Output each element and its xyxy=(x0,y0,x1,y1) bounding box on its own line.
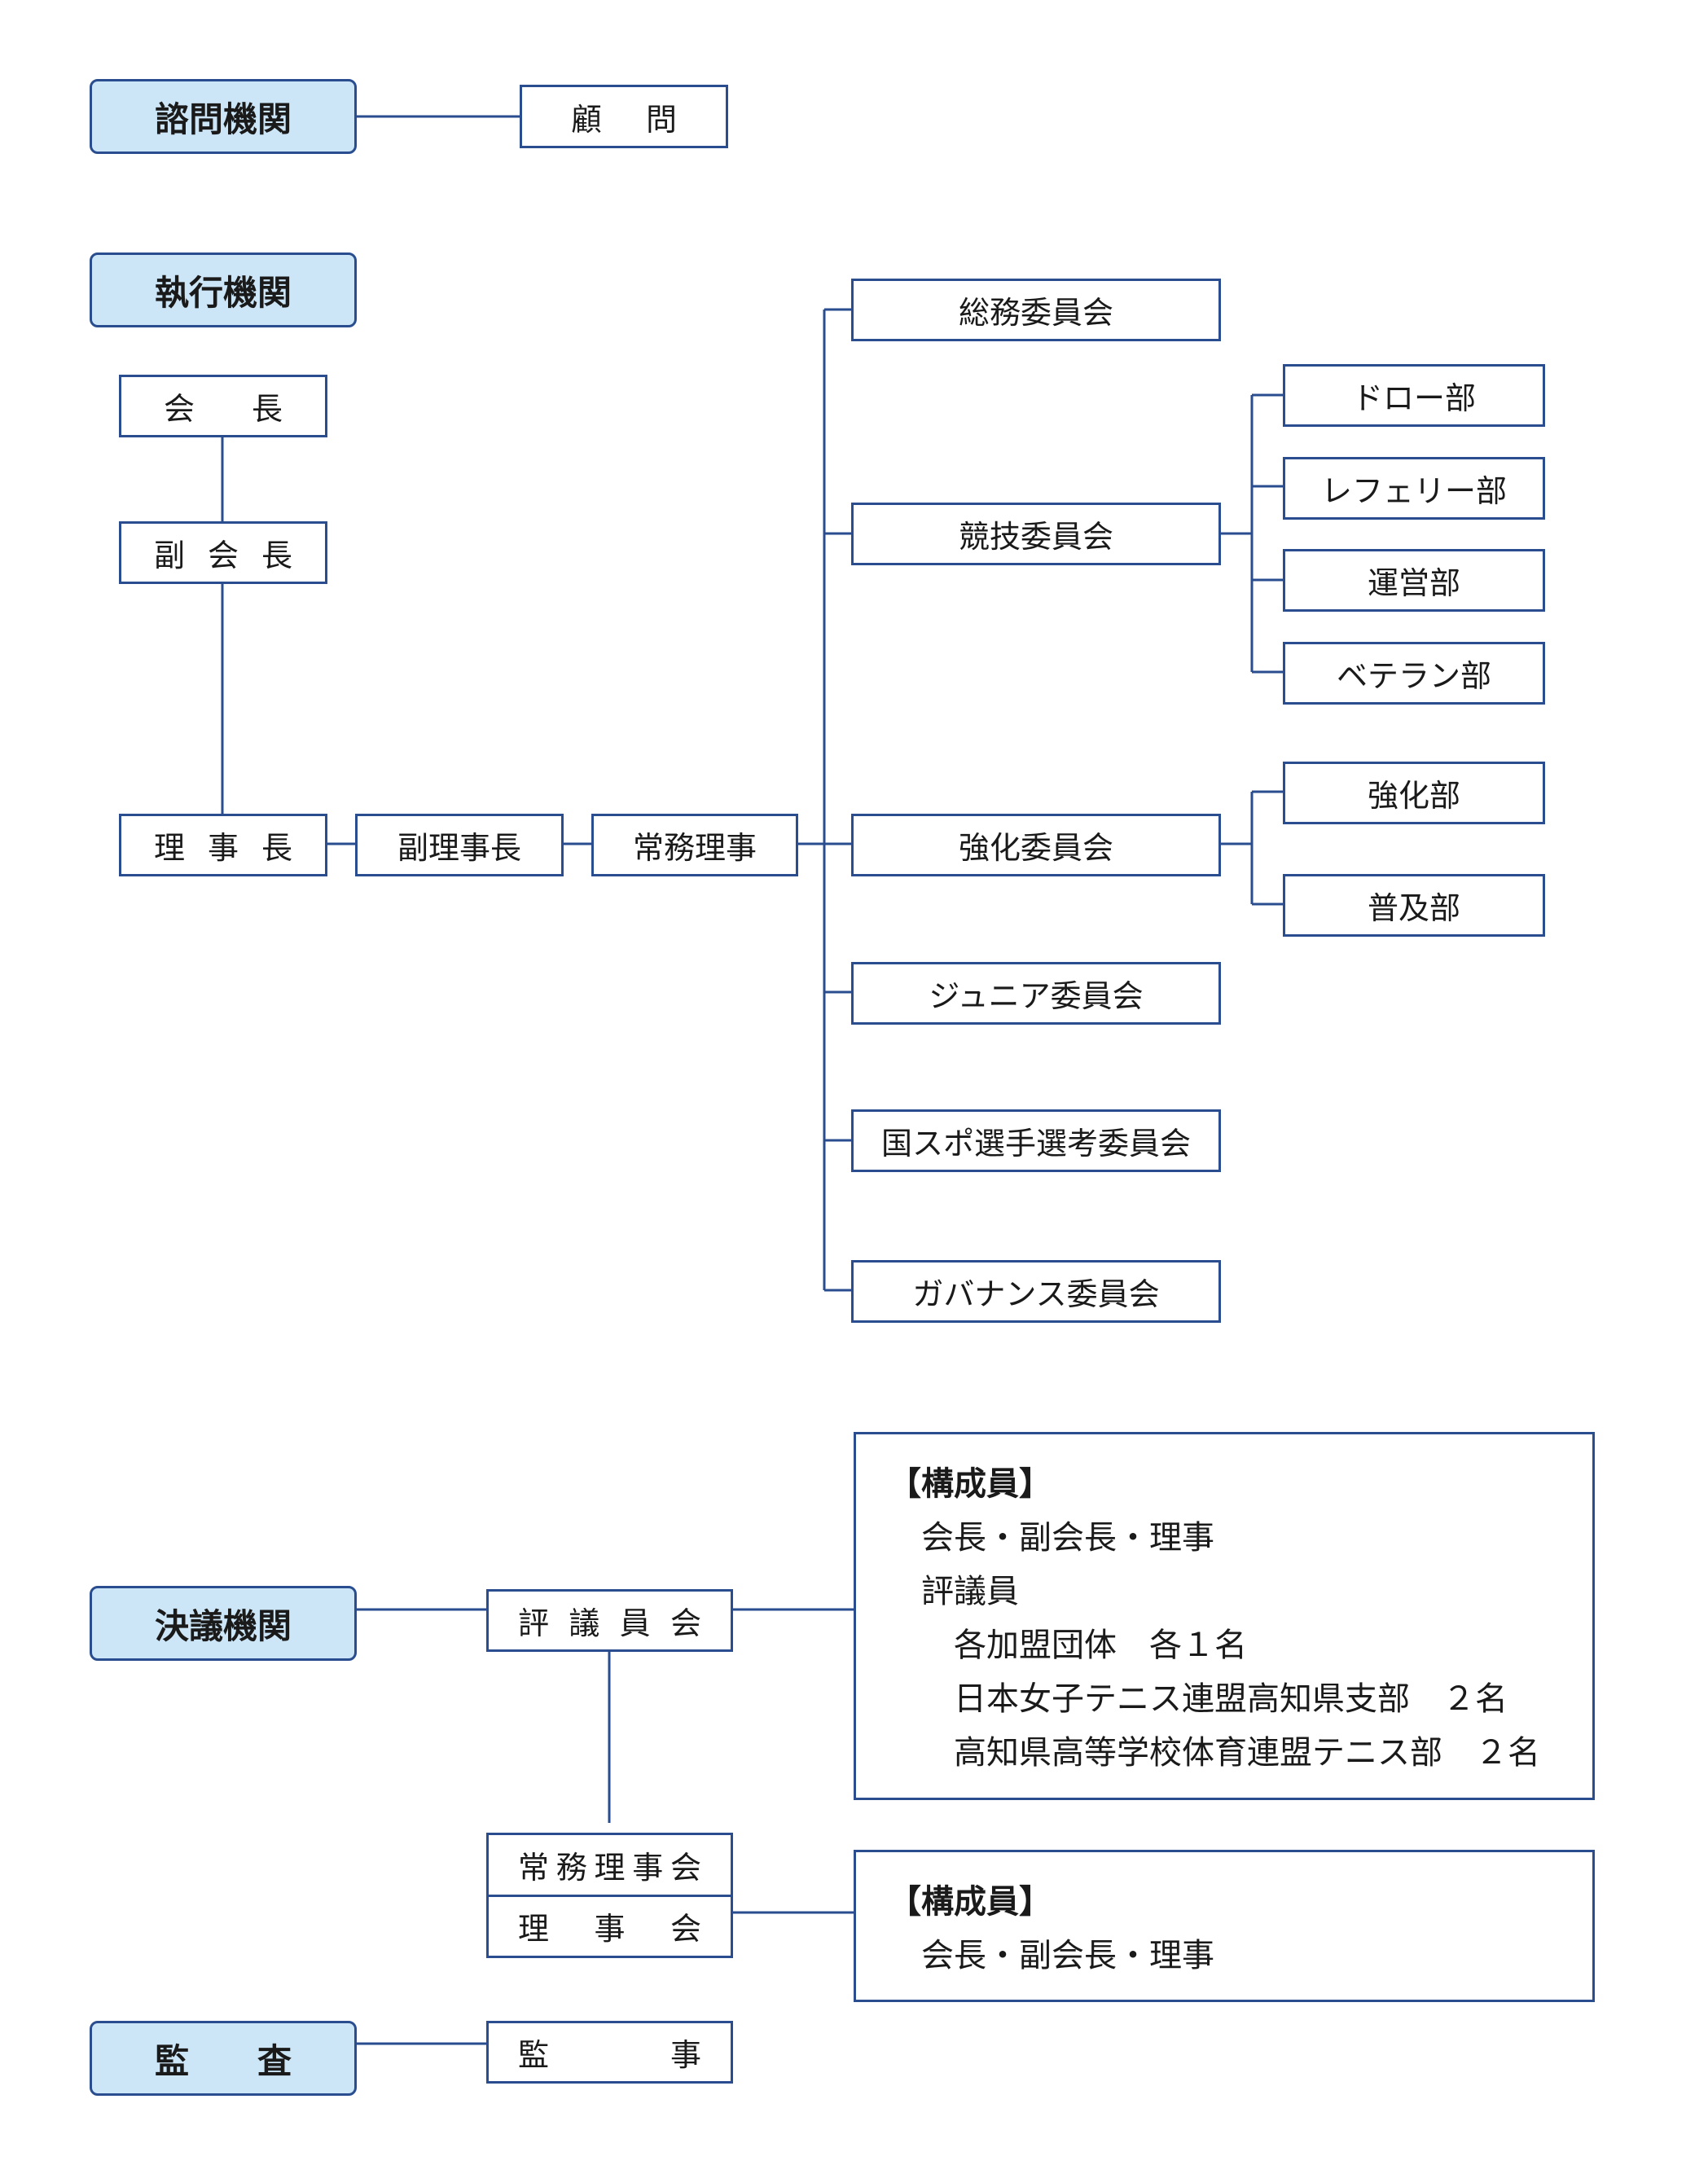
vice-chairman-label: 副理事長 xyxy=(397,830,521,866)
category-audit: 監 査 xyxy=(90,2021,357,2096)
category-advisory-label: 諮問機関 xyxy=(154,99,292,139)
managing-director-label: 常務理事 xyxy=(632,830,757,866)
dept-draw: ドロー部 xyxy=(1283,364,1545,427)
committee-junior-label: ジュニア委員会 xyxy=(929,978,1144,1014)
auditor-char-1: 監 xyxy=(518,2037,550,2073)
committee-strengthening-label: 強化委員会 xyxy=(958,830,1113,866)
committee-governance: ガバナンス委員会 xyxy=(851,1260,1221,1323)
council-box: 評 議 員 会 xyxy=(486,1589,733,1652)
council-members-line-3: 各加盟団体 各１名 xyxy=(954,1627,1247,1664)
board-box: 常 務 理 事 会 理 事 会 xyxy=(486,1833,733,1958)
dept-operations: 運営部 xyxy=(1283,549,1545,612)
committee-general-affairs: 総務委員会 xyxy=(851,279,1221,341)
category-audit-label: 監 査 xyxy=(154,2040,292,2081)
committee-governance-label: ガバナンス委員会 xyxy=(912,1276,1160,1312)
dept-draw-label: ドロー部 xyxy=(1351,380,1476,416)
managing-director-box: 常務理事 xyxy=(591,814,798,876)
council-char-3: 員 xyxy=(619,1605,651,1641)
board-char-3: 会 xyxy=(670,1911,701,1948)
dept-promotion-label: 普及部 xyxy=(1367,890,1460,926)
managing-board-char-2: 務 xyxy=(555,1849,587,1886)
council-members-line-2: 評議員 xyxy=(921,1573,1019,1610)
dept-strengthening-label: 強化部 xyxy=(1367,778,1460,814)
chairman-char-3: 長 xyxy=(261,830,292,866)
council-members-line-4: 日本女子テニス連盟高知県支部 ２名 xyxy=(954,1680,1508,1718)
board-char-1: 理 xyxy=(518,1911,550,1948)
council-char-4: 会 xyxy=(670,1605,701,1641)
managing-board-char-1: 常 xyxy=(518,1849,550,1886)
council-members-heading: 【構成員】 xyxy=(889,1465,1052,1503)
committee-junior: ジュニア委員会 xyxy=(851,962,1221,1025)
chairman-box: 理 事 長 xyxy=(119,814,327,876)
category-executive: 執行機関 xyxy=(90,253,357,327)
vice-president-char-3: 長 xyxy=(261,538,292,573)
vice-president-char-2: 会 xyxy=(207,538,239,573)
advisor-box: 顧 問 xyxy=(520,85,728,148)
president-char-1: 会 xyxy=(164,391,195,427)
category-executive-label: 執行機関 xyxy=(154,272,292,313)
managing-board-char-3: 理 xyxy=(594,1849,626,1886)
dept-strengthening: 強化部 xyxy=(1283,762,1545,824)
category-advisory: 諮問機関 xyxy=(90,79,357,154)
council-members-line-5: 高知県高等学校体育連盟テニス部 ２名 xyxy=(954,1734,1540,1772)
dept-veteran: ベテラン部 xyxy=(1283,642,1545,705)
dept-operations-label: 運営部 xyxy=(1367,565,1460,601)
advisor-char-2: 問 xyxy=(645,101,677,138)
committee-competition: 競技委員会 xyxy=(851,503,1221,565)
dept-veteran-label: ベテラン部 xyxy=(1336,658,1491,694)
category-deliberative: 決議機関 xyxy=(90,1586,357,1661)
committee-strengthening: 強化委員会 xyxy=(851,814,1221,876)
committee-competition-label: 競技委員会 xyxy=(958,519,1113,555)
council-char-1: 評 xyxy=(518,1605,550,1641)
managing-board-row: 常 務 理 事 会 xyxy=(489,1835,731,1895)
vice-president-char-1: 副 xyxy=(154,538,186,573)
chairman-char-2: 事 xyxy=(207,830,239,866)
board-members-box: 【構成員】 会長・副会長・理事 xyxy=(854,1850,1595,2002)
board-row: 理 事 会 xyxy=(489,1894,731,1956)
chairman-char-1: 理 xyxy=(154,830,186,866)
auditor-char-2: 事 xyxy=(670,2037,701,2073)
board-char-2: 事 xyxy=(594,1911,626,1948)
managing-board-char-5: 会 xyxy=(670,1849,701,1886)
vice-president-box: 副 会 長 xyxy=(119,521,327,584)
vice-chairman-box: 副理事長 xyxy=(355,814,564,876)
advisor-char-1: 顧 xyxy=(571,101,603,138)
council-char-2: 議 xyxy=(569,1605,600,1641)
dept-referee-label: レフェリー部 xyxy=(1320,473,1507,509)
board-members-line-1: 会長・副会長・理事 xyxy=(921,1937,1214,1974)
president-box: 会 長 xyxy=(119,375,327,437)
president-char-2: 長 xyxy=(251,391,283,427)
board-members-heading: 【構成員】 xyxy=(889,1883,1052,1921)
council-members-box: 【構成員】 会長・副会長・理事 評議員 各加盟団体 各１名 日本女子テニス連盟高… xyxy=(854,1432,1595,1800)
committee-national-sports-selection-label: 国スポ選手選考委員会 xyxy=(880,1126,1191,1162)
committee-national-sports-selection: 国スポ選手選考委員会 xyxy=(851,1109,1221,1172)
dept-promotion: 普及部 xyxy=(1283,874,1545,937)
committee-general-affairs-label: 総務委員会 xyxy=(958,295,1113,331)
managing-board-char-4: 事 xyxy=(632,1849,664,1886)
auditor-box: 監 事 xyxy=(486,2021,733,2084)
council-members-line-1: 会長・副会長・理事 xyxy=(921,1519,1214,1557)
dept-referee: レフェリー部 xyxy=(1283,457,1545,520)
category-deliberative-label: 決議機関 xyxy=(154,1605,292,1646)
